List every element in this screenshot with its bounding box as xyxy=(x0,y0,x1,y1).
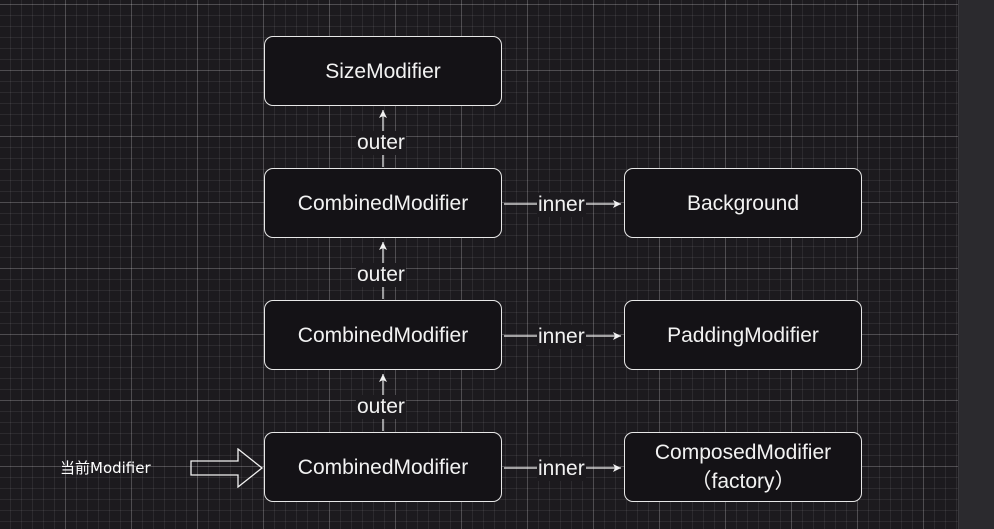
size-modifier-label: SizeModifier xyxy=(325,59,441,83)
combined-modifier-top-label: CombinedModifier xyxy=(297,191,469,215)
current-modifier-pointer-label: 当前Modifier xyxy=(60,459,151,477)
diagram-canvas[interactable]: SizeModifier CombinedModifier CombinedMo… xyxy=(0,0,958,529)
background-node[interactable]: Background xyxy=(624,168,862,238)
inner-edge-label-2: inner xyxy=(537,325,586,349)
size-modifier-node[interactable]: SizeModifier xyxy=(264,36,502,106)
composed-modifier-node[interactable]: ComposedModifier （factory） xyxy=(624,432,862,502)
outer-edge-label-3: outer xyxy=(356,395,406,419)
composed-modifier-label: ComposedModifier xyxy=(654,441,832,464)
outer-edge-label-2: outer xyxy=(356,263,406,287)
inner-edge-label-3: inner xyxy=(537,457,586,481)
composed-modifier-factory-label: （factory） xyxy=(690,470,796,493)
combined-modifier-middle-label: CombinedModifier xyxy=(297,323,469,347)
background-label: Background xyxy=(686,191,800,215)
combined-modifier-node-bottom[interactable]: CombinedModifier xyxy=(264,432,502,502)
outer-edge-label-1: outer xyxy=(356,131,406,155)
side-panel xyxy=(958,0,994,529)
padding-modifier-node[interactable]: PaddingModifier xyxy=(624,300,862,370)
combined-modifier-bottom-label: CombinedModifier xyxy=(297,455,469,479)
combined-modifier-node-middle[interactable]: CombinedModifier xyxy=(264,300,502,370)
inner-edge-label-1: inner xyxy=(537,193,586,217)
current-pointer-arrow-icon xyxy=(190,448,264,488)
padding-modifier-label: PaddingModifier xyxy=(667,323,819,347)
combined-modifier-node-top[interactable]: CombinedModifier xyxy=(264,168,502,238)
